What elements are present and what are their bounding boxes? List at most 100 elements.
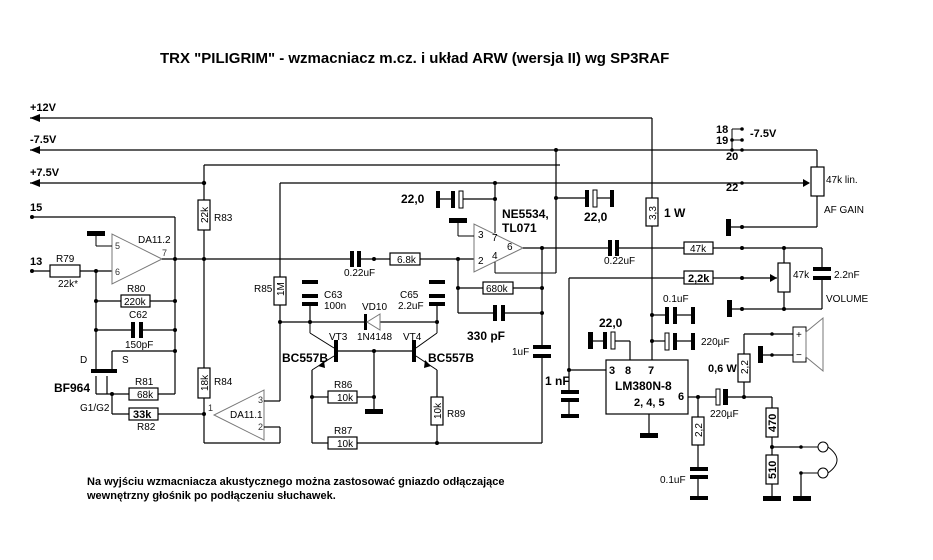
tl071-label: TL071 [502,221,537,235]
svg-text:3: 3 [609,365,615,377]
c-22-ne [451,191,455,208]
r-speaker-power: 0,6 W [708,363,737,375]
svg-text:-7.5V: -7.5V [750,128,777,140]
r80-ref: R80 [127,284,146,295]
ground-icon [758,346,763,363]
svg-text:7: 7 [648,365,654,377]
c-1nf-value: 1 nF [545,374,570,388]
r86-value: 10k [337,393,354,404]
svg-text:6: 6 [678,391,684,403]
r-470-value: 470 [767,414,779,432]
ne5534-label: NE5534, [502,207,549,221]
opamp-ne5534: 3 2 7 4 6 NE5534, TL071 [473,207,549,273]
ground-icon [561,414,579,418]
rail-label-minus75v: -7.5V [30,134,57,146]
c-220uf-top-value: 220µF [701,337,730,348]
r79 [49,264,81,278]
pot-af-gain [810,166,825,197]
c-in-value: 0.22uF [344,268,375,279]
svg-text:19: 19 [716,135,728,147]
svg-text:3: 3 [478,230,484,241]
rail-label-plus12v: +12V [30,102,57,114]
headphone-jack-icon[interactable] [772,441,838,501]
r89-value: 10k [433,402,444,419]
c-1uf-value: 1uF [512,347,529,358]
c-220uf-top [673,333,677,350]
r-3-3-power: 1 W [664,206,686,220]
r86-ref: R86 [334,380,353,391]
rail-minus75v: -7.5V [30,134,732,154]
pin-15: 15 [30,202,42,214]
connector-pins: 18 19 20 22 -7.5V [716,124,777,194]
c-22-lm [603,332,607,349]
svg-text:VT4: VT4 [403,332,422,343]
r-6-8k-value: 6.8k [397,255,417,266]
bf964-transistor: D S BF964 G1/G2 [54,350,175,414]
ic-lm380: 3 8 7 LM380N-8 2, 4, 5 6 [605,359,689,415]
rail-plus75v: +7.5V [30,167,204,187]
c-1uf [533,345,551,349]
r82-value: 33k [133,409,152,421]
svg-text:4: 4 [492,251,498,262]
svg-text:2: 2 [258,422,263,432]
da11-1-label: DA11.1 [230,410,263,421]
c63-ref: C63 [324,290,343,301]
ic-lm380-gnd-pins: 2, 4, 5 [634,397,665,409]
pot-volume [777,262,791,293]
opamp-da11-1: 1 3 2 DA11.1 [208,389,265,441]
r80-value: 220k [124,297,147,308]
pot-gain-label: AF GAIN [824,205,864,216]
transistor-vt3: VT3 BC557B [282,322,348,371]
r81-ref: R81 [135,377,154,388]
c62-ref: C62 [129,310,148,321]
c-330pf-value: 330 pF [467,329,505,343]
diode-vd10: VD10 1N4148 [357,302,392,343]
c-22-lm-value: 22,0 [599,316,623,330]
pot-volume-value: 47k [793,270,810,281]
svg-text:BC557B: BC557B [282,351,328,365]
c62-value: 150pF [125,340,153,351]
svg-text:+: + [796,330,802,341]
r-2-2k-value: 2,2k [688,273,710,285]
r83-value: 22k [200,206,211,223]
rail-label-plus75v: +7.5V [30,167,60,179]
c-in-0-22uf [350,251,354,267]
svg-text:18: 18 [716,124,728,136]
r81-value: 68k [137,390,154,401]
r84-value: 18k [200,374,211,391]
r-speaker-value: 2,2 [740,360,751,374]
c-2-2nf-value: 2.2nF [834,270,860,281]
c65-value: 2.2uF [398,301,424,312]
c-22-mid-value: 22,0 [584,210,608,224]
c-22-mid [585,190,589,207]
r79-ref: R79 [56,254,75,265]
svg-text:2: 2 [478,256,484,267]
c65 [429,294,445,298]
svg-text:VD10: VD10 [362,302,387,313]
r-680k-value: 680k [486,284,509,295]
page-title: TRX "PILIGRIM" - wzmacniacz m.cz. i ukła… [160,50,669,67]
c62 [131,322,135,338]
r85-ref: R85 [254,284,273,295]
r85-value: 1M [276,282,287,296]
svg-text:6: 6 [115,267,120,277]
r-510-value: 510 [767,461,779,479]
speaker-icon: + − [792,316,824,373]
r87-ref: R87 [334,426,353,437]
c-zobel [690,467,708,471]
svg-text:8: 8 [625,365,631,377]
ground-icon [726,219,731,236]
svg-text:G1/G2: G1/G2 [80,403,110,414]
note-line-2: wewnętrzny głośnik po podłączeniu słucha… [86,490,336,502]
ground-icon [87,231,105,236]
svg-text:D: D [80,355,87,366]
r89-ref: R89 [447,409,466,420]
r82-ref: R82 [137,422,156,433]
svg-text:7: 7 [162,248,167,258]
pot-volume-label: VOLUME [826,294,869,305]
c-2-2nf [813,267,831,271]
c65-ref: C65 [400,290,419,301]
svg-text:7: 7 [492,233,498,244]
pin-13: 13 [30,256,42,268]
